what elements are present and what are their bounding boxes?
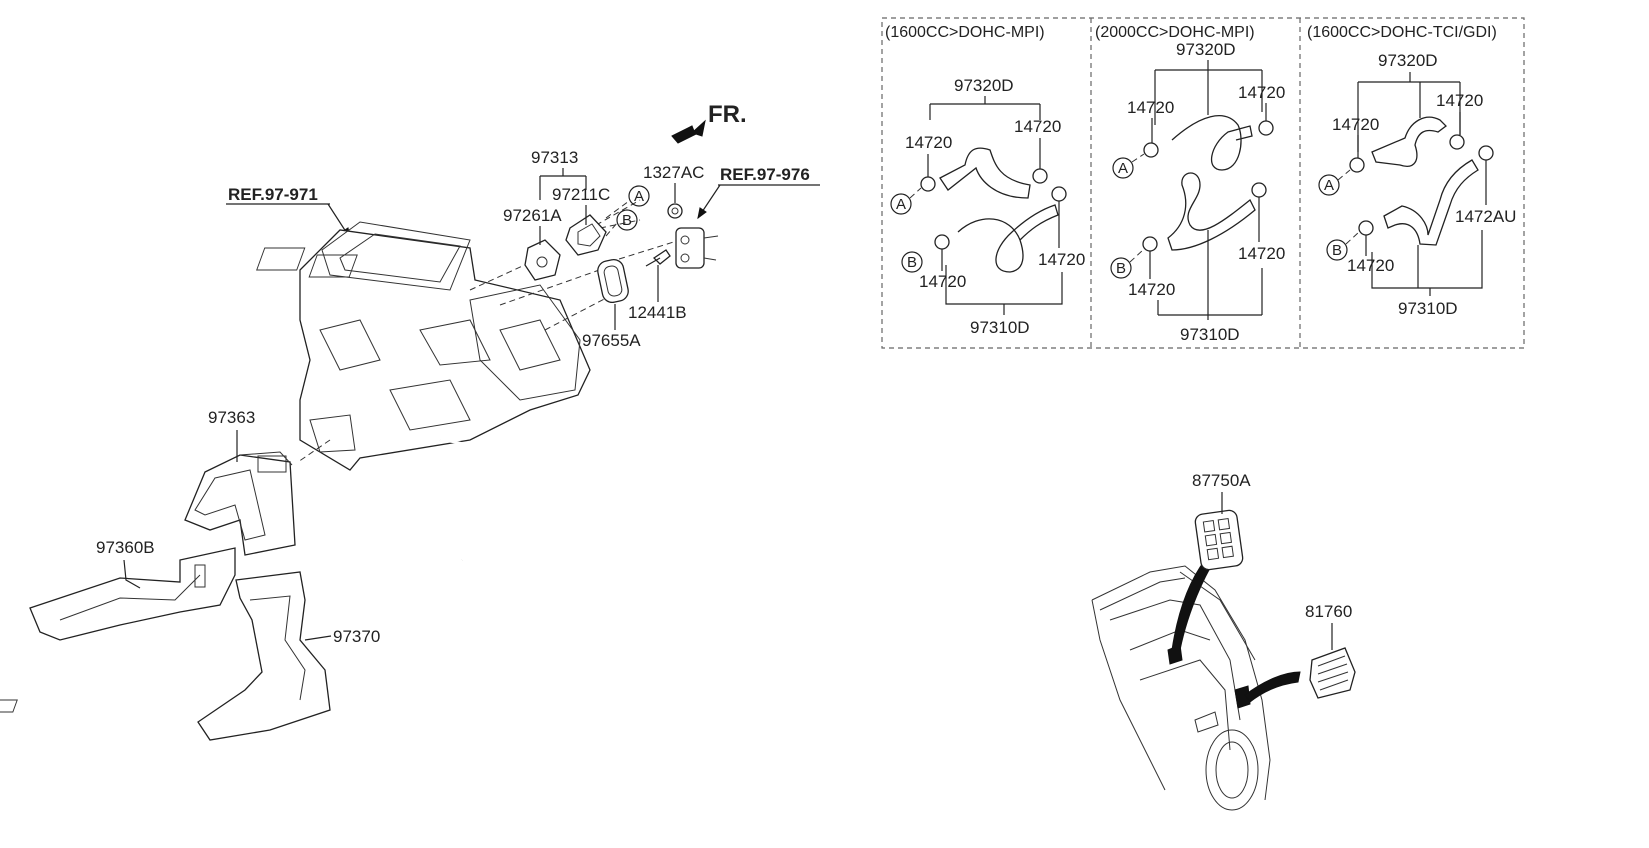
- leader-97360b: [123, 559, 141, 589]
- variant-2-clamp-1: 14720: [1238, 83, 1285, 102]
- front-direction-indicator: FR.: [671, 101, 747, 144]
- clamp-icon: [1051, 186, 1067, 202]
- svg-text:B: B: [907, 254, 917, 271]
- variant-1-clamp-1: 14720: [1014, 117, 1061, 136]
- label-81760: 81760: [1305, 602, 1352, 621]
- ref-976-label: REF.97-976: [720, 165, 810, 184]
- pointer-87750a: [1171, 559, 1211, 651]
- bolt-12441b: [645, 249, 671, 267]
- callout-b-main: B: [616, 209, 638, 231]
- callout-b-variant-2: B: [1110, 257, 1132, 279]
- variant-2-clamp-3: 14720: [1238, 244, 1285, 263]
- variant-3-upper-hose-label: 97320D: [1378, 51, 1438, 70]
- variant-1-clamp-3: 14720: [1038, 250, 1085, 269]
- hose-variants-panel: [881, 17, 1525, 349]
- hose-variant-1: (1600CC>DOHC-MPI) 97320D 14720 14720 147…: [885, 24, 1085, 337]
- variant-2-clamp-2: 14720: [1128, 280, 1175, 299]
- callout-a-variant-3: A: [1318, 174, 1340, 196]
- label-97363: 97363: [208, 408, 255, 427]
- clamp-icon: [1032, 168, 1048, 184]
- nut-1327ac: [667, 203, 683, 219]
- duct-97370: [0, 571, 331, 741]
- svg-text:B: B: [1116, 260, 1126, 277]
- heater-unit-drawing: [256, 221, 591, 561]
- ref-971-label: REF.97-971: [228, 185, 318, 204]
- svg-text:A: A: [896, 196, 906, 213]
- label-87750a: 87750A: [1192, 471, 1251, 490]
- vent-81760: [1309, 647, 1356, 699]
- bracket-97313: [539, 168, 587, 200]
- callout-b-main-letter: B: [622, 212, 632, 229]
- variant-3-header: (1600CC>DOHC-TCI/GDI): [1307, 24, 1497, 41]
- variant-1-lower-hose-label: 97310D: [970, 318, 1030, 337]
- variant-3-clamp-1: 14720: [1436, 91, 1483, 110]
- variant-2-header: (2000CC>DOHC-MPI): [1095, 24, 1255, 41]
- callout-a-main-letter: A: [634, 188, 644, 205]
- svg-text:A: A: [1118, 160, 1128, 177]
- leader-97370: [304, 635, 332, 641]
- clamp-icon: [934, 234, 950, 250]
- variant-2-upper-hose-label: 97320D: [1176, 40, 1236, 59]
- reference-971: REF.97-971: [226, 185, 351, 240]
- clamp-icon: [1449, 134, 1465, 150]
- clamp-icon: [1142, 236, 1158, 252]
- front-arrow-icon: [671, 119, 706, 144]
- duct-97363: [184, 451, 296, 556]
- label-1327ac: 1327AC: [643, 163, 704, 182]
- variant-1-clamp-0: 14720: [905, 133, 952, 152]
- clamp-icon: [1349, 157, 1365, 173]
- variant-1-upper-hose-label: 97320D: [954, 76, 1014, 95]
- callout-a-main: A: [628, 185, 650, 207]
- vehicle-rear-view: [1091, 559, 1301, 811]
- label-12441b: 12441B: [628, 303, 687, 322]
- clamp-icon: [1251, 182, 1267, 198]
- gasket-97211c: [565, 214, 607, 256]
- callout-b-variant-3: B: [1326, 239, 1348, 261]
- label-97313: 97313: [531, 148, 578, 167]
- variant-1-clamp-2: 14720: [919, 272, 966, 291]
- vent-location-marker-2: [1234, 685, 1251, 709]
- callout-a-variant-1: A: [890, 193, 912, 215]
- callout-a-variant-2: A: [1112, 157, 1134, 179]
- label-97261a: 97261A: [503, 206, 562, 225]
- variant-3-clamp-2: 14720: [1347, 256, 1394, 275]
- variant-3-clamp-3: 1472AU: [1455, 207, 1516, 226]
- label-97360b: 97360B: [96, 538, 155, 557]
- vent-87750a: [1194, 509, 1244, 571]
- label-97370: 97370: [333, 627, 380, 646]
- ref-976-arrowhead-icon: [697, 207, 707, 220]
- svg-text:B: B: [1332, 242, 1342, 259]
- variant-2-lower-hose-label: 97310D: [1180, 325, 1240, 344]
- clamp-icon: [1143, 142, 1159, 158]
- gasket-97261a: [524, 239, 561, 281]
- svg-text:A: A: [1324, 177, 1334, 194]
- clamp-icon: [1258, 120, 1274, 136]
- expansion-valve: [675, 227, 719, 269]
- front-label: FR.: [708, 101, 747, 128]
- reference-976: REF.97-976: [697, 165, 820, 220]
- variant-2-clamp-0: 14720: [1127, 98, 1174, 117]
- clamp-icon: [920, 176, 936, 192]
- variant-1-header: (1600CC>DOHC-MPI): [885, 24, 1045, 41]
- variant-3-lower-hose-label: 97310D: [1398, 299, 1458, 318]
- seal-97655a: [597, 258, 629, 304]
- hose-variant-3: (1600CC>DOHC-TCI/GDI) 97320D 14720 14720…: [1307, 24, 1516, 318]
- duct-97360b: [29, 547, 236, 641]
- main-assembly-labels: 97313 97211C 97261A 1327AC 12441B 97655A…: [503, 148, 704, 350]
- label-97211c: 97211C: [552, 185, 610, 204]
- pointer-81760: [1244, 671, 1301, 703]
- label-97655a: 97655A: [582, 331, 641, 350]
- clamp-icon: [1358, 220, 1374, 236]
- callout-b-variant-1: B: [901, 251, 923, 273]
- hose-variant-2: (2000CC>DOHC-MPI) 97320D 14720 14720 147…: [1095, 24, 1285, 344]
- clamp-icon: [1478, 145, 1494, 161]
- variant-3-clamp-0: 14720: [1332, 115, 1379, 134]
